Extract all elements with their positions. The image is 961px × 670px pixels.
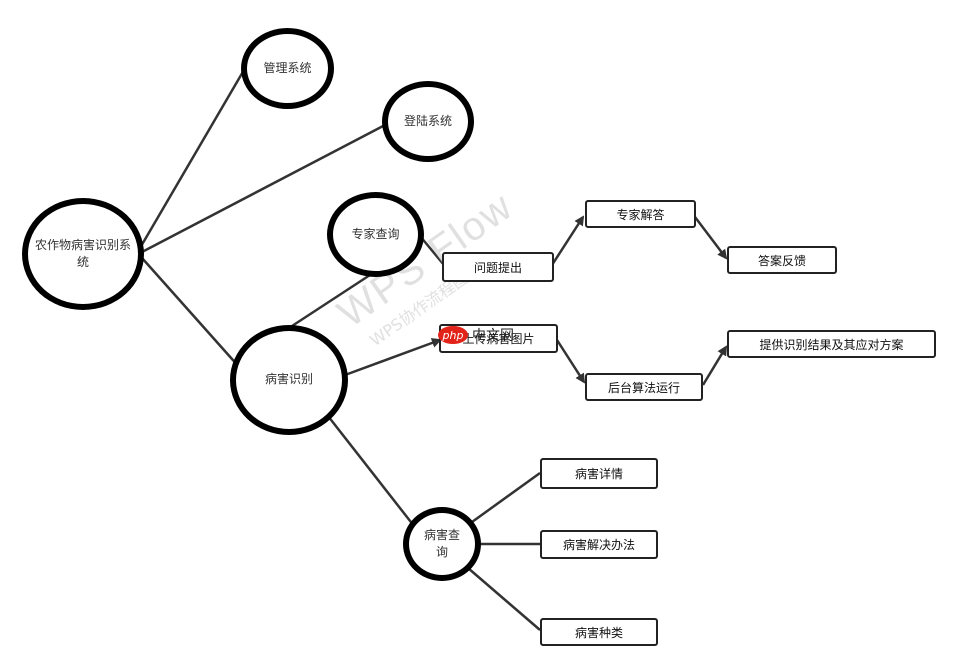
edge-root-manage (138, 69, 246, 249)
node-result-solution[interactable]: 提供识别结果及其应对方案 (727, 330, 936, 358)
edge-upload-backend (555, 339, 586, 384)
edge-backend-result (701, 345, 728, 386)
node-upload-image-label: 上传病害图片 (462, 332, 535, 346)
edge-root-recognition (141, 257, 241, 369)
edge-query-type (467, 567, 541, 631)
node-disease-type-label: 病害种类 (574, 625, 623, 640)
node-login-label: 登陆系统 (403, 113, 452, 128)
edge-expert-question (419, 235, 445, 266)
node-disease-recognition-label: 病害识别 (264, 372, 313, 387)
edge-recognition-query (327, 415, 415, 527)
php-badge: php (438, 326, 468, 344)
node-login[interactable]: 登陆系统 (382, 81, 474, 162)
node-expert-answer-label: 专家解答 (616, 207, 665, 222)
node-expert-query-label: 专家查询 (351, 226, 400, 241)
node-result-solution-label: 提供识别结果及其应对方案 (759, 337, 904, 352)
node-disease-solution-label: 病害解决办法 (562, 538, 635, 552)
node-expert-query[interactable]: 专家查询 (327, 192, 424, 277)
node-disease-solution[interactable]: 病害解决办法 (540, 530, 658, 559)
edge-question-answer (550, 215, 585, 266)
node-question-submit[interactable]: 问题提出 (442, 252, 554, 282)
node-question-submit-label: 问题提出 (473, 260, 522, 275)
node-disease-type[interactable]: 病害种类 (540, 618, 658, 646)
php-logo-text: 中文网 (472, 328, 514, 344)
edge-recognition-upload (344, 338, 442, 377)
edge-root-login (141, 123, 386, 254)
node-answer-feedback-label: 答案反馈 (757, 253, 806, 268)
node-backend-algorithm-label: 后台算法运行 (607, 380, 680, 395)
php-cn-logo: php 中文网 (438, 325, 514, 345)
node-manage[interactable]: 管理系统 (241, 28, 334, 109)
node-root[interactable]: 农作物病害识别系统 (22, 198, 144, 310)
node-expert-answer[interactable]: 专家解答 (585, 200, 696, 228)
node-disease-query-label: 病害查询 (423, 527, 460, 559)
node-disease-recognition[interactable]: 病害识别 (230, 325, 348, 435)
node-disease-detail[interactable]: 病害详情 (540, 458, 658, 489)
edge-query-detail (471, 471, 541, 524)
node-answer-feedback[interactable]: 答案反馈 (727, 246, 837, 274)
node-manage-label: 管理系统 (263, 60, 312, 75)
edge-recognition-expert (291, 273, 371, 328)
node-disease-detail-label: 病害详情 (574, 467, 623, 481)
node-disease-query[interactable]: 病害查询 (403, 507, 481, 581)
node-backend-algorithm[interactable]: 后台算法运行 (585, 373, 703, 401)
edge-answer-feedback (694, 216, 728, 260)
node-root-label: 农作物病害识别系统 (35, 237, 132, 269)
